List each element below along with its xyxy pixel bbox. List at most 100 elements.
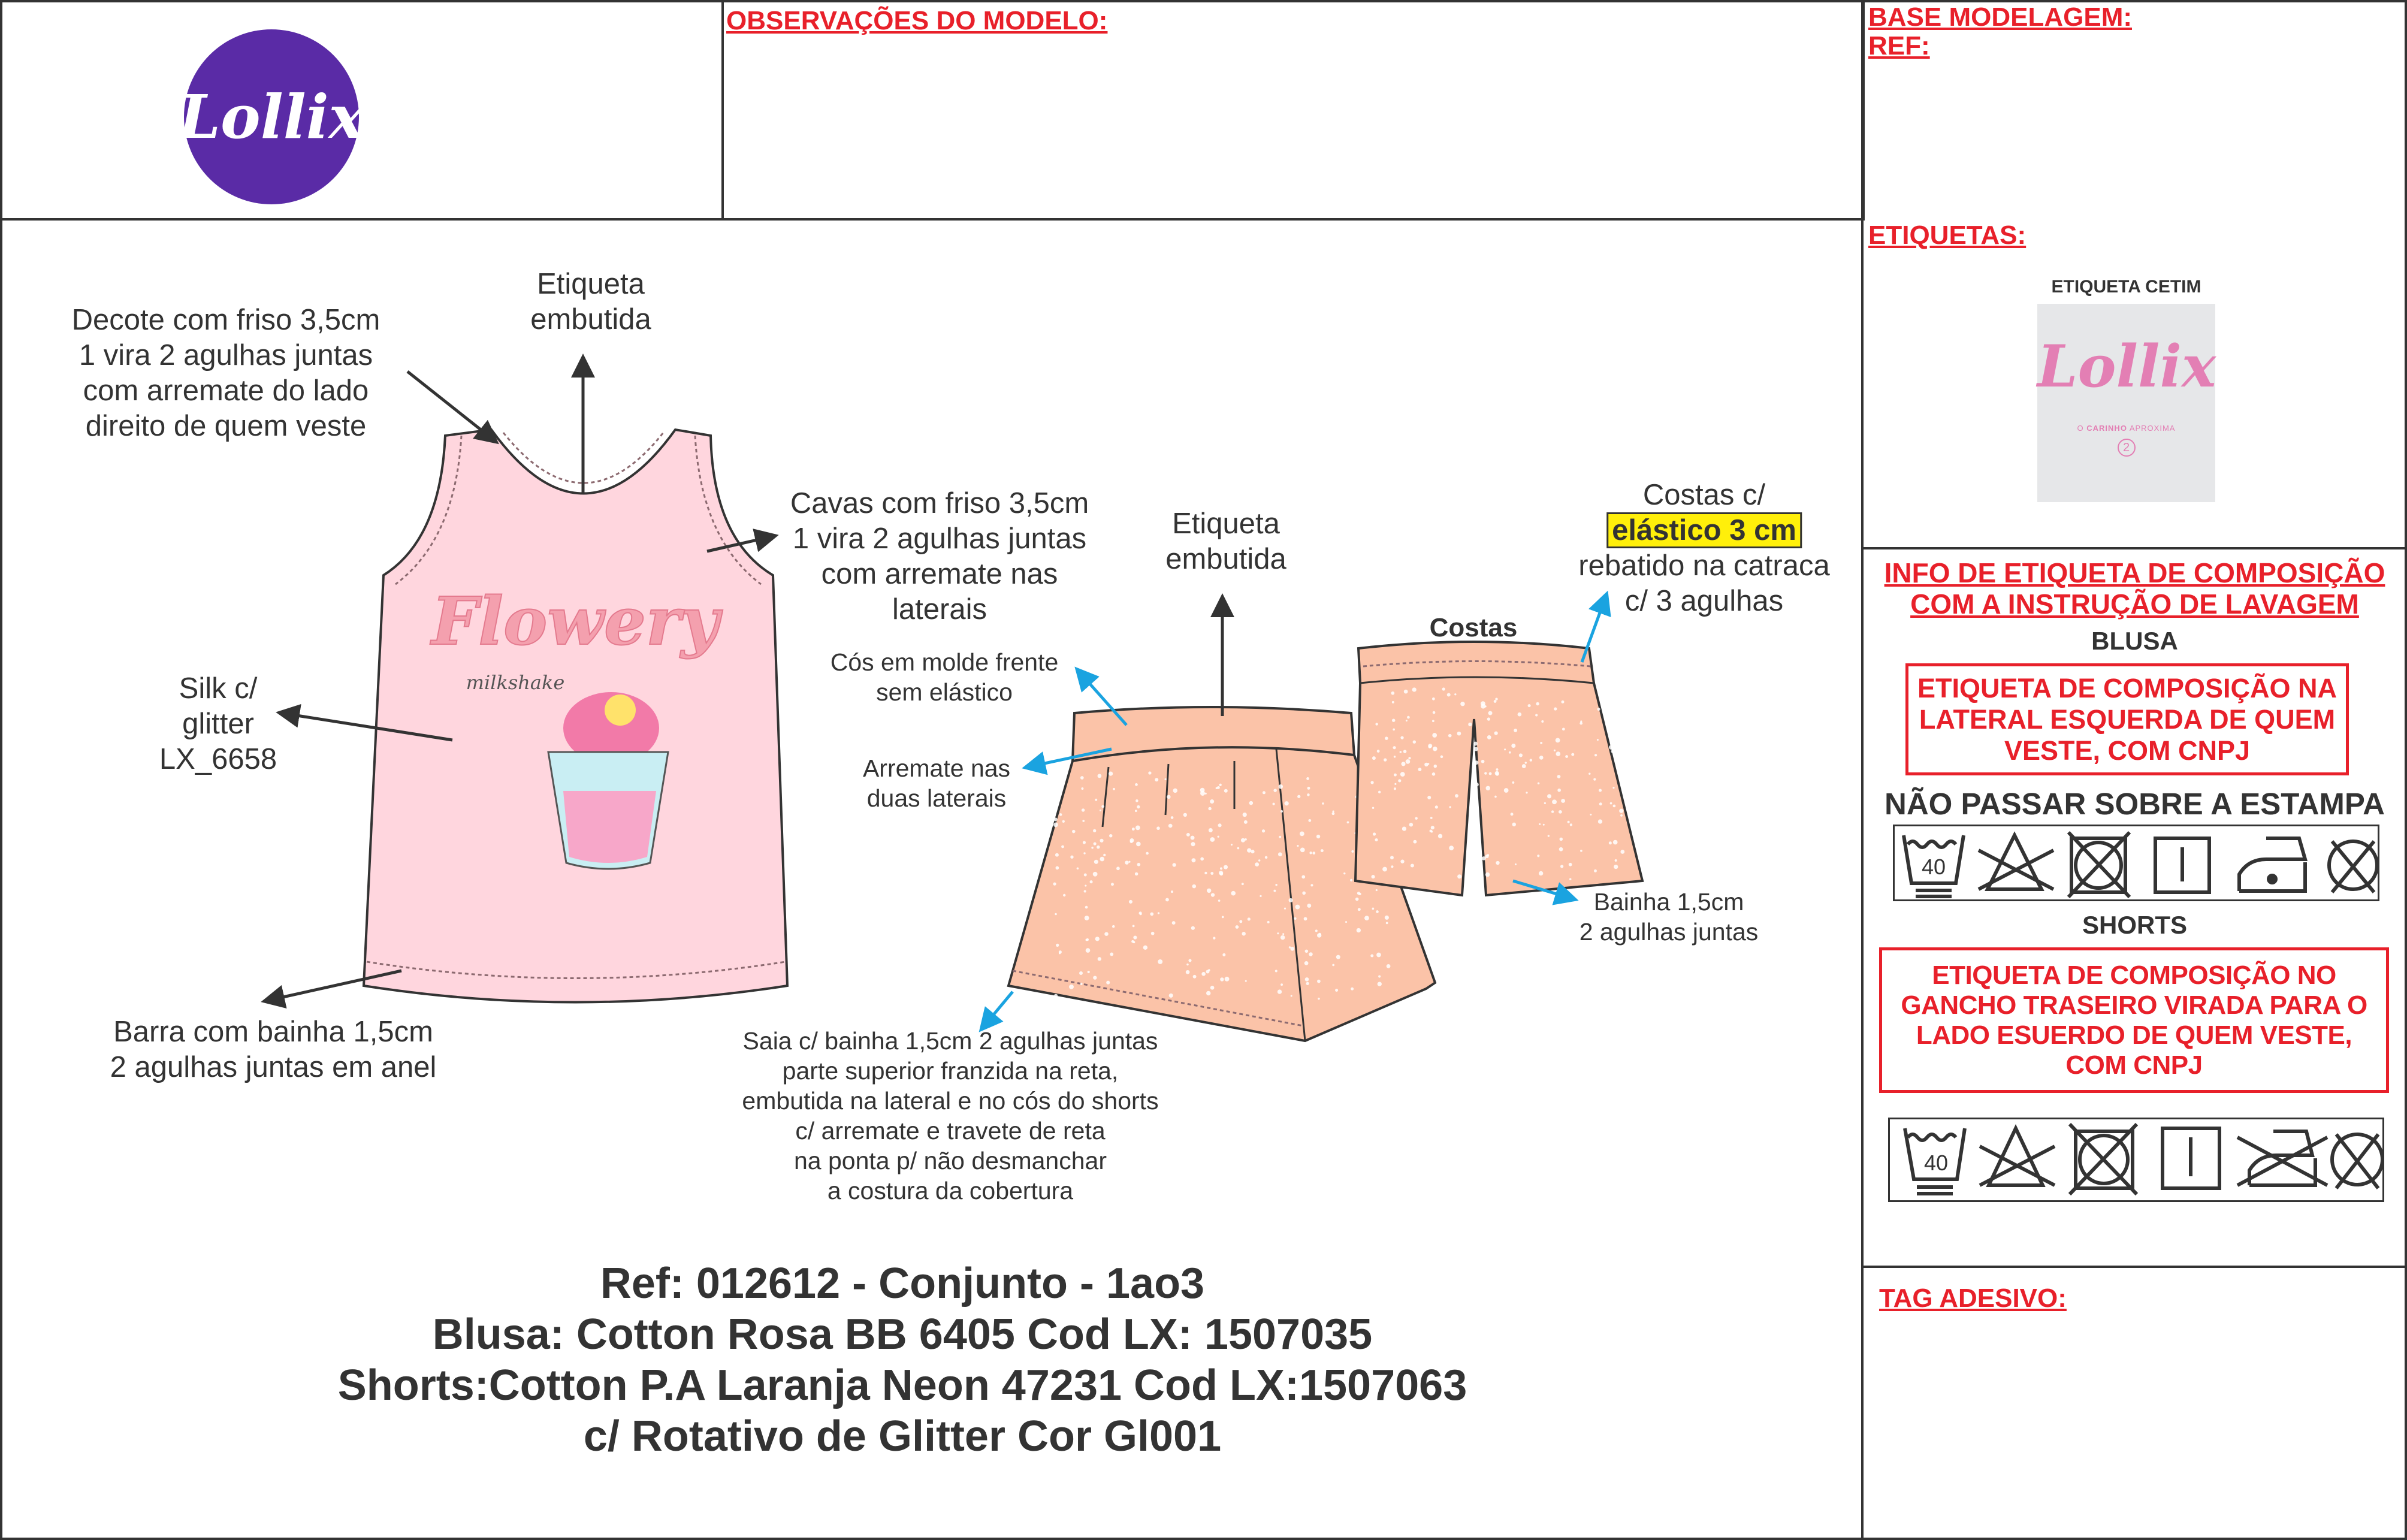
glitter-dot [1082, 820, 1085, 822]
glitter-dot [1322, 802, 1324, 805]
glitter-dot [1139, 913, 1142, 916]
glitter-dot [1375, 723, 1378, 726]
glitter-dot [1087, 970, 1090, 974]
glitter-dot [1255, 862, 1260, 867]
glitter-dot [1556, 751, 1561, 756]
glitter-dot [1055, 913, 1057, 916]
glitter-dot [1132, 925, 1135, 928]
glitter-dot [1547, 794, 1552, 799]
annotation-arrows [261, 354, 1611, 1032]
glitter-dot [1415, 817, 1418, 820]
glitter-dot [1186, 832, 1190, 837]
glitter-dot [1408, 757, 1411, 760]
glitter-dot [1409, 823, 1414, 827]
glitter-dot [1384, 915, 1389, 920]
glitter-dot [1539, 823, 1541, 825]
glitter-dot [1401, 762, 1406, 766]
glitter-dot [1544, 802, 1546, 804]
glitter-dot [1392, 718, 1396, 722]
glitter-dot [1204, 792, 1207, 795]
glitter-dot [1072, 829, 1076, 834]
glitter-dot [1242, 813, 1247, 817]
satin-label-size: 2 [2117, 439, 2136, 457]
glitter-dot [1608, 841, 1612, 845]
glitter-dot [1168, 823, 1173, 828]
glitter-dot [1400, 859, 1405, 863]
glitter-dot [1260, 895, 1262, 897]
glitter-dot [1473, 747, 1478, 751]
glitter-dot [1294, 917, 1297, 920]
glitter-dot [1164, 778, 1167, 781]
glitter-dot [1429, 829, 1433, 833]
glitter-dot [1594, 869, 1597, 872]
glitter-dot [1150, 931, 1155, 935]
glitter-dot [1200, 787, 1205, 793]
glitter-dot [1559, 837, 1563, 841]
glitter-dot [1230, 844, 1233, 846]
glitter-dot [1208, 969, 1210, 971]
glitter-dot [1135, 799, 1138, 802]
glitter-dot [1129, 840, 1133, 844]
glitter-dot [1386, 964, 1391, 968]
glitter-dot [1262, 791, 1266, 795]
glitter-dot [1059, 813, 1062, 816]
glitter-dot [1609, 802, 1612, 805]
glitter-dot [1372, 756, 1376, 760]
glitter-dot [1620, 814, 1623, 817]
glitter-dot [1609, 688, 1613, 691]
glitter-dot [1440, 755, 1443, 759]
glitter-dot [1569, 878, 1572, 880]
glitter-dot [1206, 888, 1212, 893]
glitter-dot [1307, 904, 1312, 908]
glitter-dot [1358, 892, 1361, 895]
glitter-dot [1569, 823, 1573, 826]
glitter-dot [1188, 959, 1192, 962]
glitter-dot [1279, 835, 1282, 838]
base-modelagem-label: BASE MODELAGEM: [1868, 2, 2132, 32]
glitter-dot [1559, 847, 1563, 851]
glitter-dot [1372, 832, 1376, 836]
shorts-back-drawing [1354, 641, 1644, 897]
glitter-dot [1070, 855, 1074, 859]
glitter-dot [1097, 845, 1100, 849]
glitter-dot [1206, 991, 1211, 996]
glitter-dot [1402, 826, 1407, 831]
glitter-dot [1277, 989, 1282, 994]
glitter-dot [1297, 795, 1301, 798]
no-dry-clean-icon [2327, 840, 2379, 893]
glitter-dot [1302, 891, 1306, 895]
glitter-dot [1280, 983, 1283, 986]
glitter-dot [1517, 712, 1522, 717]
glitter-dot [1191, 926, 1195, 930]
glitter-dot [1247, 848, 1252, 853]
glitter-dot [1135, 783, 1138, 786]
glitter-dot [1150, 912, 1154, 916]
glitter-dot [1346, 821, 1349, 824]
glitter-dot [1553, 749, 1556, 751]
glitter-dot [1069, 984, 1074, 989]
glitter-dot [1377, 982, 1382, 986]
glitter-dot [1345, 921, 1348, 923]
shorts-label: SHORTS [2082, 911, 2187, 939]
glitter-dot [1306, 777, 1309, 780]
glitter-dot [1618, 773, 1622, 776]
glitter-dot [1222, 953, 1226, 956]
ref-label: REF: [1868, 31, 1930, 61]
annotation-costas: Costas c/ elástico 3 cm rebatido na catr… [1578, 479, 1830, 617]
glitter-dot [1109, 771, 1113, 776]
glitter-dot [1496, 768, 1499, 771]
glitter-dot [1376, 952, 1381, 958]
glitter-dot [1095, 798, 1098, 801]
glitter-dot [1307, 786, 1310, 790]
glitter-dot [1393, 787, 1397, 790]
glitter-dot [1190, 835, 1195, 840]
glitter-dot [1135, 825, 1140, 831]
glitter-dot [1086, 938, 1089, 941]
glitter-dot [1208, 828, 1213, 832]
glitter-dot [1137, 862, 1141, 866]
glitter-dot [1290, 947, 1295, 951]
glitter-dot [1301, 875, 1306, 879]
glitter-dot [1568, 862, 1572, 866]
